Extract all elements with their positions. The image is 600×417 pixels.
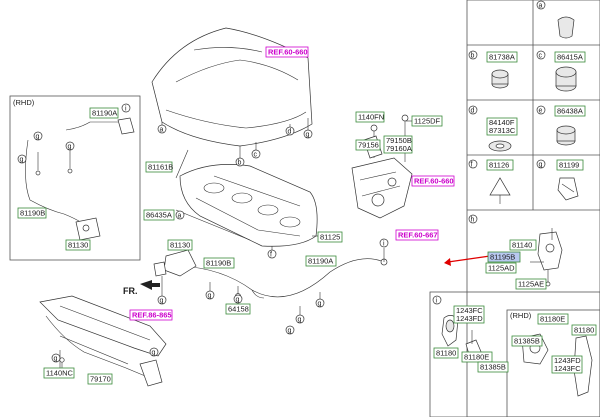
cell-letter-g: g: [539, 162, 543, 169]
label-81190b-rhd: 81190B: [20, 209, 45, 218]
lower-letter-g1: g: [160, 298, 164, 305]
lower-letter-g7: g: [152, 350, 156, 357]
label-81195b-highlight: 81195B: [490, 253, 515, 262]
label-81190b: 81190B: [206, 259, 231, 268]
label-84140f: 84140F: [489, 118, 515, 127]
hood-inner-panel: [179, 164, 318, 247]
label-87313c: 87313C: [489, 126, 516, 135]
part-labels: REF.60-660 a b c d g 81161B 86435A a f 8…: [13, 46, 597, 385]
stay-rod-81161b: [175, 149, 189, 179]
rhd-cable-assembly: [25, 117, 135, 241]
label-1243fd-right: 1243FD: [554, 356, 581, 365]
rhd-letter-g3: g: [20, 157, 24, 164]
ref-60-667: REF.60-667: [398, 231, 438, 240]
hood-latch-icon: [530, 228, 563, 287]
lower-letter-g5: g: [318, 301, 322, 308]
label-1243fc-right: 1243FC: [554, 364, 581, 373]
lower-letter-g2: g: [208, 293, 212, 300]
label-81199: 81199: [559, 161, 579, 170]
hood-letter-b: b: [238, 160, 242, 167]
label-64158: 64158: [228, 305, 249, 314]
label-81130-rhd: 81130: [68, 241, 88, 250]
label-81385b-right: 81385B: [514, 337, 540, 346]
front-label: FR.: [123, 286, 138, 296]
ref-60-660-right: REF.60-660: [414, 177, 454, 186]
label-81738a: 81738A: [489, 53, 515, 62]
cell-letter-f: f: [471, 162, 473, 169]
cell-letter-a: a: [539, 3, 543, 10]
ref-86-865: REF.86-865: [132, 311, 172, 320]
label-81180-right: 81180: [574, 326, 594, 335]
label-81190a-rhd: 81190A: [92, 109, 117, 118]
cap-86415a-icon: [555, 66, 577, 92]
label-81180e-left: 81180E: [464, 353, 489, 362]
rhd-title: (RHD): [13, 98, 35, 107]
cell-letters: a b c d e f g h i: [432, 0, 546, 305]
cell-letter-i: i: [436, 298, 438, 305]
label-81190a: 81190A: [308, 257, 333, 266]
label-79150b: 79150B: [386, 136, 412, 145]
label-81180e-right: 81180E: [540, 315, 565, 324]
cell-letter-b: b: [471, 53, 475, 60]
washer-icon: [488, 140, 512, 152]
label-81130: 81130: [170, 241, 190, 250]
hood-letter-a: a: [160, 127, 164, 134]
cell-letter-h: h: [471, 217, 475, 224]
rhd-letter-i: i: [125, 106, 127, 113]
label-79156: 79156: [358, 141, 379, 150]
radiator-support-member: [39, 295, 167, 387]
rhd-letter-g2: g: [68, 144, 72, 151]
label-1140fn: 1140FN: [358, 113, 384, 122]
inner-letter-a: a: [178, 213, 182, 220]
inner-letter-f: f: [270, 252, 272, 259]
ref-60-660-top: REF.60-660: [268, 48, 308, 57]
label-1243fc: 1243FC: [456, 306, 483, 315]
lower-letter-g4: g: [298, 317, 302, 324]
grommet-icon: [557, 16, 575, 39]
cell-letter-c: c: [539, 53, 543, 60]
rhd-letter-g1: g: [36, 134, 40, 141]
label-81125: 81125: [320, 233, 340, 242]
cell-letter-d: d: [471, 108, 475, 115]
label-1125ad: 1125AD: [488, 264, 515, 273]
hood-letter-c: c: [254, 152, 258, 159]
label-86435a: 86435A: [146, 211, 172, 220]
label-81180-left: 81180: [436, 349, 456, 358]
lower-letter-g8: g: [54, 356, 58, 363]
label-86438a: 86438A: [557, 107, 583, 116]
label-1125ae: 1125AE: [518, 280, 544, 289]
label-81126: 81126: [489, 161, 509, 170]
hinge-letter-i: i: [383, 241, 385, 248]
label-81140: 81140: [512, 241, 532, 250]
release-cable: [179, 248, 388, 316]
red-arrow-icon: [444, 255, 491, 266]
label-1125df: 1125DF: [414, 117, 441, 126]
label-81385b-left: 81385B: [480, 363, 506, 372]
rhd-small-title: (RHD): [510, 311, 532, 320]
label-81161b: 81161B: [148, 163, 173, 172]
clip-81126-icon: [489, 177, 511, 204]
cell-letter-e: e: [539, 108, 543, 115]
cap-86438a-icon: [556, 125, 576, 146]
lower-letter-g6: g: [288, 328, 292, 335]
label-1140nc: 1140NC: [46, 369, 74, 378]
hood-letter-d: d: [288, 129, 292, 136]
label-86415a: 86415A: [557, 53, 583, 62]
front-arrow-icon: [140, 280, 160, 290]
release-handle: [153, 249, 197, 296]
label-1243fd: 1243FD: [456, 314, 483, 323]
hinge-bracket-assembly: [351, 114, 413, 219]
hood-letter-g: g: [306, 132, 310, 139]
hood-panel: [151, 27, 313, 147]
label-79170: 79170: [90, 375, 111, 384]
label-79160a: 79160A: [386, 144, 412, 153]
hood-seal-strip: [175, 209, 251, 241]
cap-81738a-icon: [491, 69, 509, 89]
lower-letter-g3: g: [236, 297, 240, 304]
bracket-81199-icon: [557, 177, 579, 201]
